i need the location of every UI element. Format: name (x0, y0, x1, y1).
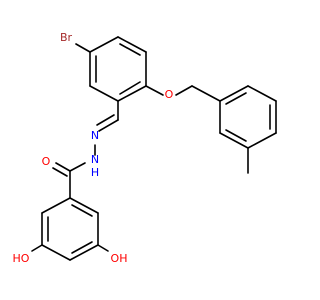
bond (89, 85, 119, 102)
ether-oxygen-label: O (165, 88, 174, 101)
bond (41, 197, 71, 214)
bond (89, 36, 119, 53)
double-bond-inner (225, 129, 247, 142)
bond-c-o-carbonyl-double (52, 167, 68, 177)
bond-c-n-imine-double (96, 114, 115, 126)
bond (117, 85, 147, 102)
molecule-structure: Br O N N H O HO OH (13, 31, 277, 265)
bond-ch2-ring (191, 85, 221, 102)
bond (69, 244, 99, 261)
bond-n-carbonyl (69, 162, 86, 172)
carbonyl-oxygen-label: O (42, 155, 51, 168)
hydroxyl-right-label: OH (111, 252, 128, 265)
bond (219, 85, 249, 102)
dihydroxyphenyl-ring (41, 197, 99, 261)
hydroxyl-left-label: HO (13, 252, 30, 265)
double-bond-inner (119, 81, 141, 95)
bond (247, 132, 277, 149)
bond (69, 197, 99, 214)
double-bond-inner (225, 92, 247, 105)
bromine-atom-label: Br (60, 31, 73, 44)
bond-c-oh-left (31, 244, 43, 252)
bond-c-br (75, 43, 91, 53)
bond (117, 36, 147, 53)
bond-c-oh-right (97, 244, 109, 252)
double-bond-inner (71, 241, 93, 254)
bromophenyl-ring (89, 36, 147, 102)
amide-nitrogen-label: N (91, 153, 99, 166)
bond-c-o (145, 85, 164, 96)
bond-c-o-carbonyl (55, 162, 71, 172)
bond-o-ch2 (175, 85, 193, 96)
double-bond-inner (119, 43, 141, 56)
bond (247, 85, 277, 102)
bond (41, 244, 71, 261)
bond-c-n-imine (98, 119, 119, 132)
molecule-canvas: Br O N N H O HO OH (12, 31, 277, 265)
amide-hydrogen-label: H (91, 166, 99, 179)
double-bond-inner (71, 204, 93, 217)
imine-nitrogen-label: N (91, 129, 99, 142)
bond (219, 132, 249, 149)
methylphenyl-ring (219, 85, 277, 149)
